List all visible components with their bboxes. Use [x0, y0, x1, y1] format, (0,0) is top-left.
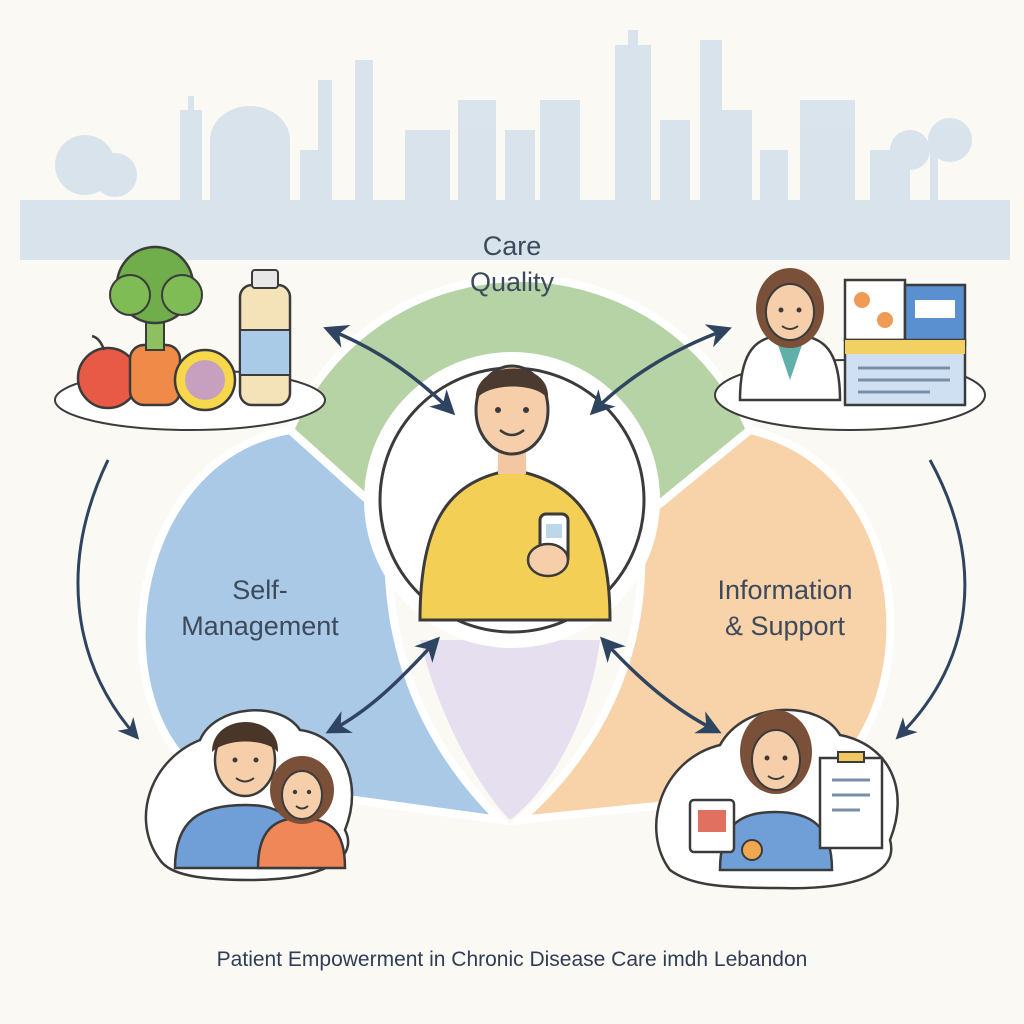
self-management-label: Self- Management	[140, 572, 380, 644]
patient-with-glucometer-icon	[364, 352, 660, 648]
arrow-bottom-right	[600, 636, 722, 734]
diagram-caption: Patient Empowerment in Chronic Disease C…	[216, 948, 808, 971]
arrow-bottom-left	[325, 636, 440, 734]
doctor-records-icon	[714, 268, 986, 431]
support-worker-icon	[655, 708, 899, 890]
arrow-left-side	[76, 459, 140, 740]
arrow-top-right	[589, 324, 732, 416]
arrow-top-left	[323, 325, 456, 416]
overlap-region	[420, 640, 600, 820]
self-management-label-line-1: Self-	[232, 575, 288, 605]
self-management-label-line-2: Management	[181, 611, 339, 641]
care-quality-label-line-2: Quality	[469, 267, 555, 297]
care-quality-label: Care Quality	[412, 228, 612, 300]
healthy-food-icon	[54, 245, 326, 431]
information-support-label-line-2: & Support	[724, 611, 846, 641]
family-icon	[144, 709, 354, 882]
care-quality-label-line-1: Care	[482, 231, 542, 261]
arrows	[76, 324, 967, 740]
information-support-label-line-1: Information	[717, 575, 853, 605]
city-skyline	[20, 30, 1010, 260]
arrow-right-side	[895, 459, 967, 740]
information-support-label: Information & Support	[660, 572, 910, 644]
